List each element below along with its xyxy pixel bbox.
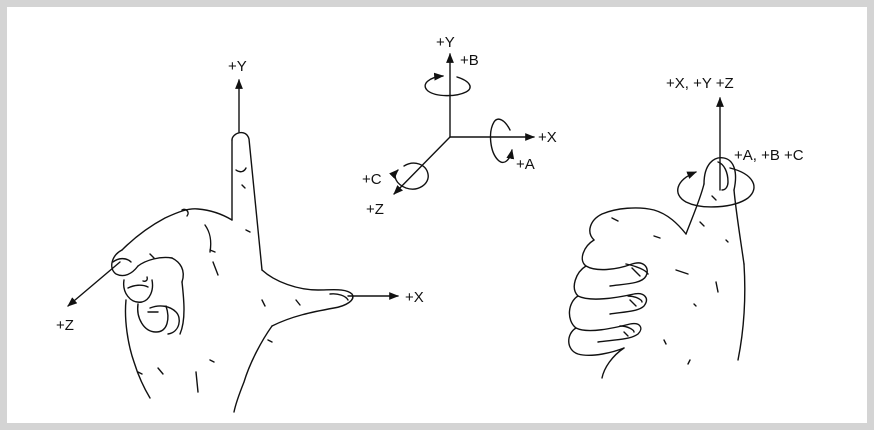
axes-triad bbox=[388, 53, 535, 195]
right-finger-4 bbox=[568, 327, 625, 357]
axes-a-rotation bbox=[489, 118, 515, 164]
left-thumb bbox=[261, 269, 354, 327]
right-finger-2 bbox=[573, 265, 648, 315]
left-hand-illustration bbox=[67, 79, 399, 413]
left-x-label: +X bbox=[405, 289, 424, 306]
right-axes-label: +X, +Y +Z bbox=[666, 75, 734, 92]
axes-c-rotation bbox=[388, 162, 429, 190]
right-hand-illustration bbox=[568, 97, 755, 379]
right-finger-3 bbox=[568, 295, 642, 343]
axes-c-label: +C bbox=[362, 171, 382, 188]
axes-y-label: +Y bbox=[436, 34, 455, 51]
right-rotation-label: +A, +B +C bbox=[734, 147, 804, 164]
axes-x-label: +X bbox=[538, 129, 557, 146]
left-little-finger bbox=[137, 303, 169, 333]
right-rotation-ellipse bbox=[677, 167, 755, 208]
left-z-label: +Z bbox=[56, 317, 74, 334]
left-y-label: +Y bbox=[228, 58, 247, 75]
right-finger-1 bbox=[581, 239, 648, 287]
axes-b-rotation bbox=[424, 72, 471, 97]
left-index-finger bbox=[231, 131, 263, 271]
axes-a-label: +A bbox=[516, 156, 535, 173]
left-middle-finger bbox=[111, 249, 139, 277]
axes-b-label: +B bbox=[460, 52, 479, 69]
left-ring-finger bbox=[123, 279, 154, 303]
axes-z-label: +Z bbox=[366, 201, 384, 218]
left-z-axis-arrow bbox=[67, 261, 121, 307]
right-thumb bbox=[703, 157, 737, 191]
